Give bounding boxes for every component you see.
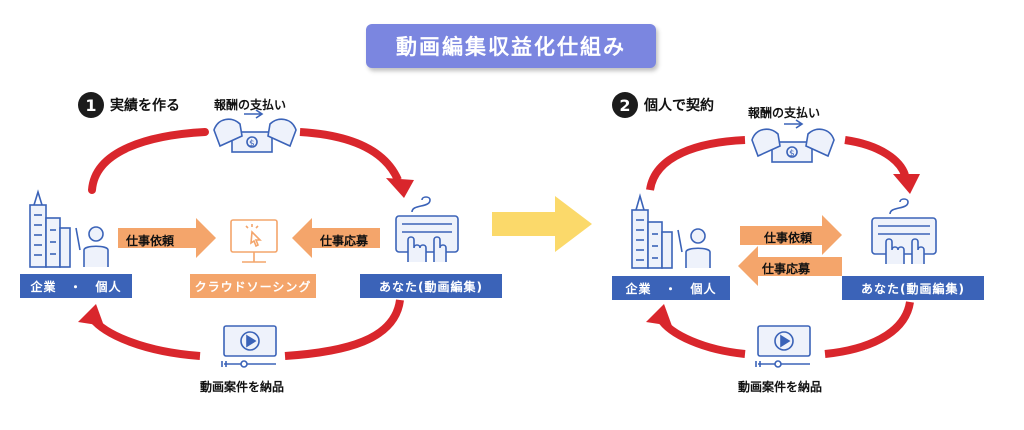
diagram-title: 動画編集収益化仕組み (366, 24, 656, 68)
left-you-box: あなた(動画編集) (360, 274, 502, 298)
right-request-arrow (740, 215, 842, 255)
svg-text:$: $ (249, 139, 255, 149)
right-client-icon (631, 193, 711, 269)
left-apply-label: 仕事応募 (320, 234, 369, 248)
left-step-number: 1 (78, 92, 104, 118)
left-cycle-arrow-top-left (88, 128, 209, 194)
svg-text:$: $ (789, 149, 795, 159)
left-step-label: 実績を作る (110, 98, 180, 114)
left-platform-icon (230, 219, 278, 263)
right-cycle-arrow-bottom-right (824, 301, 914, 358)
right-cycle-arrow-bottom-left (646, 304, 746, 358)
left-cycle-arrow-bottom-right (284, 299, 404, 360)
right-cycle-arrow-top-right (844, 136, 920, 194)
right-apply-arrow (738, 246, 842, 286)
left-cycle-arrow-top-right (299, 128, 414, 198)
left-payment-label: 報酬の支払い (214, 98, 287, 112)
right-you-box: あなた(動画編集) (842, 276, 984, 300)
left-step-heading: 1 実績を作る (78, 92, 180, 118)
right-client-box: 企業 ・ 個人 (612, 276, 730, 300)
left-apply-arrow (292, 218, 380, 258)
left-client-box: 企業 ・ 個人 (20, 274, 132, 298)
right-payment-label: 報酬の支払い (748, 106, 821, 120)
left-video-icon (221, 325, 277, 368)
left-request-label: 仕事依頼 (126, 234, 175, 248)
right-step-number: 2 (612, 92, 638, 118)
right-video-icon (755, 325, 811, 368)
right-request-label: 仕事依頼 (764, 231, 813, 245)
right-deliver-label: 動画案件を納品 (738, 380, 823, 394)
left-payment-icon: $ (213, 109, 297, 153)
right-cycle-arrow-top-left (646, 136, 746, 191)
right-step-heading: 2 個人で契約 (612, 92, 714, 118)
left-platform-box: クラウドソーシング (190, 274, 316, 298)
right-payment-icon: $ (751, 119, 835, 163)
left-deliver-label: 動画案件を納品 (200, 380, 285, 394)
right-apply-label: 仕事応募 (762, 262, 811, 276)
left-cycle-arrow-bottom-left (78, 304, 201, 360)
right-step-label: 個人で契約 (644, 98, 714, 114)
right-editor-icon (871, 198, 937, 264)
transition-arrow (492, 196, 592, 252)
left-editor-icon (395, 196, 459, 262)
left-request-arrow (118, 218, 216, 258)
left-client-icon (29, 189, 109, 268)
